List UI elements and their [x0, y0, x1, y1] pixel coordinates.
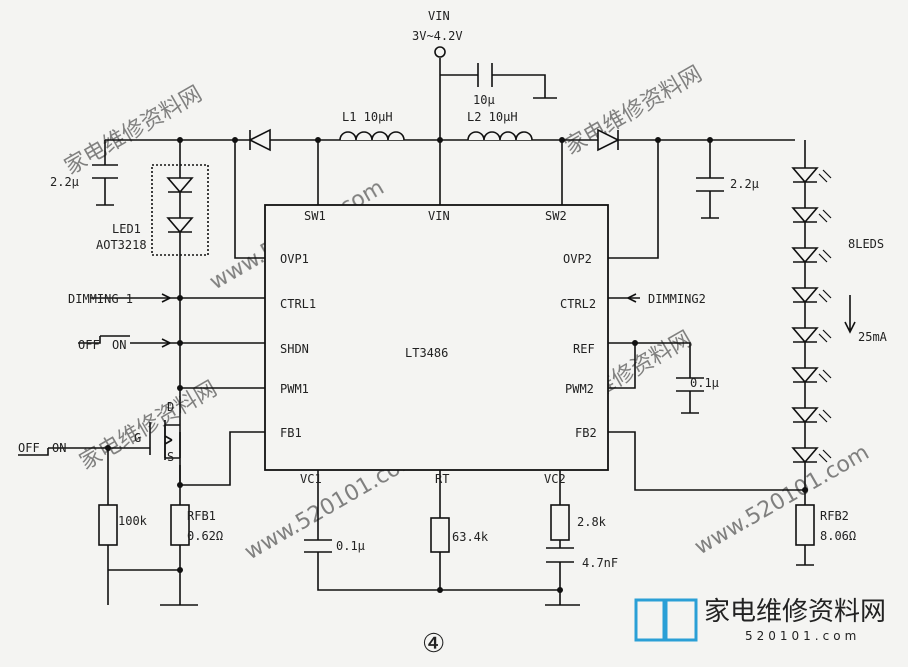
site-logo: 家电维修资料网 520101.com [634, 597, 886, 643]
leds-label: 8LEDS [848, 237, 884, 251]
r-100k [98, 504, 118, 546]
c-right-value: 2.2μ [730, 177, 759, 191]
led1-name: LED1 [112, 222, 141, 236]
led-3 [791, 247, 819, 264]
led1-b [166, 217, 194, 234]
led-chain [791, 167, 832, 464]
c-left-value: 2.2μ [50, 175, 79, 189]
pin-ovp1: OVP1 [280, 252, 309, 266]
vin-label: VIN [428, 9, 450, 23]
c-ref-plates [676, 377, 704, 392]
pin-rt: RT [435, 472, 449, 486]
led1-a [166, 177, 194, 194]
off-on-1 [78, 335, 130, 344]
rfb2-value: 8.06Ω [820, 529, 856, 543]
pin-ovp2: OVP2 [563, 252, 592, 266]
rfb1-value: 0.62Ω [187, 529, 223, 543]
led-emission-icon [818, 169, 832, 183]
led-7 [791, 407, 819, 424]
pin-pwm1: PWM1 [280, 382, 309, 396]
led-emission-icon [818, 369, 832, 383]
current-label: 25mA [858, 330, 888, 344]
c-in-value: 10μ [473, 93, 495, 107]
ic-name: LT3486 [405, 346, 448, 360]
c-left-plates [92, 164, 118, 179]
dimming2-label: DIMMING2 [648, 292, 706, 306]
led-emission-icon [818, 409, 832, 423]
pin-pwm2: PWM2 [565, 382, 594, 396]
vin-terminal [434, 46, 446, 58]
components [18, 46, 856, 563]
r-rfb1 [170, 504, 190, 546]
junctions [105, 137, 808, 593]
diode-right [597, 128, 620, 152]
rt-value: 63.4k [452, 530, 489, 544]
watermark-text: 家电维修资料网 [76, 377, 222, 476]
pin-fb1: FB1 [280, 426, 302, 440]
on-label-1: ON [112, 338, 126, 352]
led-2 [791, 207, 819, 224]
pin-vin: VIN [428, 209, 450, 223]
led-emission-icon [818, 449, 832, 463]
mosfet-d: D [167, 400, 174, 414]
l2-label: L2 10μH [467, 110, 518, 124]
r-vc2 [550, 504, 570, 541]
led-emission-icon [818, 249, 832, 263]
led-1 [791, 167, 819, 184]
led-emission-icon [818, 209, 832, 223]
led-emission-icon [818, 329, 832, 343]
c-vc1-value: 0.1μ [336, 539, 365, 553]
inductor-l1 [339, 131, 405, 141]
ic-body [264, 204, 609, 471]
on-label-2: ON [52, 441, 66, 455]
logo-cn: 家电维修资料网 [704, 597, 886, 627]
c-ref-value: 0.1μ [690, 376, 719, 390]
led-6 [791, 367, 819, 384]
rfb1-name: RFB1 [187, 509, 216, 523]
led-5 [791, 327, 819, 344]
c-right-plates [696, 177, 724, 192]
watermark-text: 家电维修资料网 [561, 62, 707, 161]
c-vc1-plates [304, 539, 332, 553]
mosfet-g: G [134, 431, 141, 445]
off-label-2: OFF [18, 441, 40, 455]
rvc2-value: 2.8k [577, 515, 607, 529]
mosfet-s: S [167, 450, 174, 464]
labels: VIN 3V~4.2V 10μ L1 10μH L2 10μH 2.2μ 2.2… [18, 9, 888, 659]
inductor-l2 [467, 131, 533, 141]
r-rfb2 [795, 504, 815, 546]
l1-label: L1 10μH [342, 110, 393, 124]
book-icon [634, 598, 698, 642]
pin-fb2: FB2 [575, 426, 597, 440]
logo-url: 520101.com [745, 629, 860, 643]
off-label-1: OFF [78, 338, 100, 352]
pin-sw2: SW2 [545, 209, 567, 223]
led-4 [791, 287, 819, 304]
led1-part: AOT3218 [96, 238, 147, 252]
c-in-plates [477, 63, 493, 87]
pin-vc1: VC1 [300, 472, 322, 486]
c-vc2-plates [546, 547, 574, 563]
pin-ctrl1: CTRL1 [280, 297, 316, 311]
figure-number: ④ [422, 629, 445, 659]
pin-ref: REF [573, 342, 595, 356]
off-on-2 [18, 447, 70, 456]
pin-vc2: VC2 [544, 472, 566, 486]
pin-sw1: SW1 [304, 209, 326, 223]
led-8 [791, 447, 819, 464]
current-arrow [844, 295, 856, 334]
r100k-label: 100k [118, 514, 148, 528]
dimming1-label: DIMMING 1 [68, 292, 133, 306]
pin-shdn: SHDN [280, 342, 309, 356]
led-emission-icon [818, 289, 832, 303]
pin-ctrl2: CTRL2 [560, 297, 596, 311]
c-vc2-value: 4.7nF [582, 556, 618, 570]
rfb2-name: RFB2 [820, 509, 849, 523]
mosfet [149, 420, 180, 460]
vin-range: 3V~4.2V [412, 29, 463, 43]
diode-left [248, 128, 271, 152]
r-rt [430, 517, 450, 553]
